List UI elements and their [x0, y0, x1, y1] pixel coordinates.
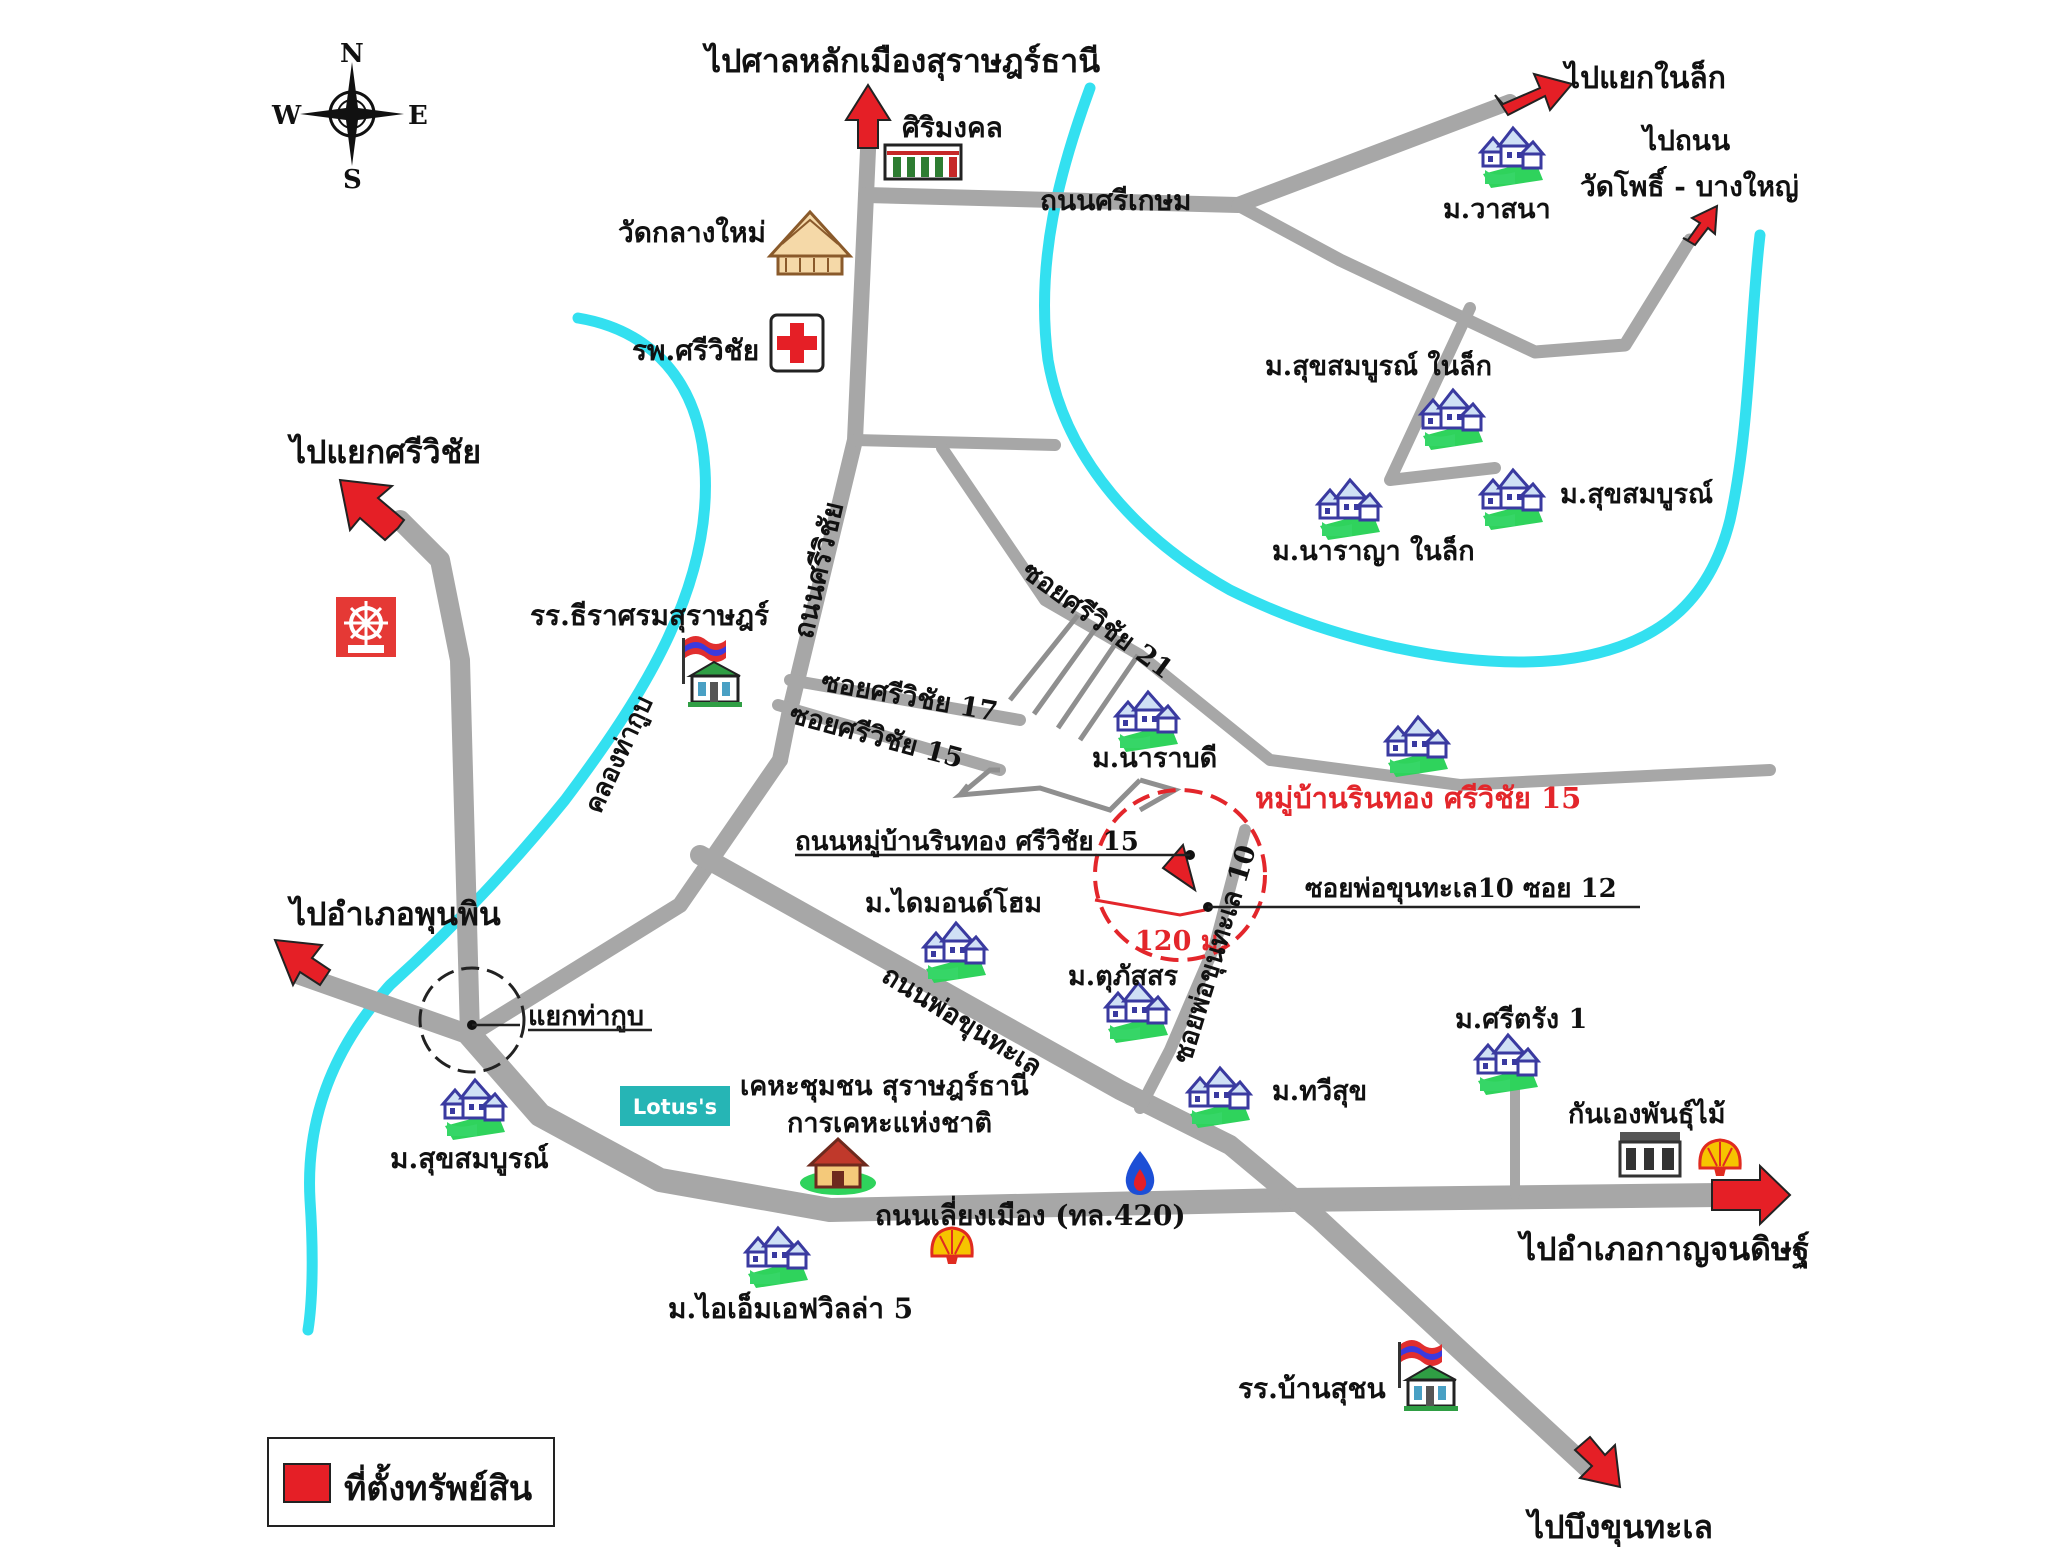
label-distance: 120 ม. [1135, 926, 1228, 957]
arrow-kanchanadit [1711, 1163, 1792, 1227]
road-sriwichai-side [849, 434, 1061, 451]
road-soi21 [936, 442, 1776, 791]
shop-icon [883, 143, 963, 181]
road-srikasem-branch [1231, 198, 1697, 359]
house-icon-diamond [922, 921, 988, 985]
house-icon-sritrang [1474, 1033, 1540, 1097]
legend-swatch [283, 1463, 331, 1503]
label-soi-pho10-12: ซอยพ่อขุนทะเล10 ซอย 12 [1305, 874, 1617, 905]
river-left [302, 312, 711, 1336]
road-bypass [1278, 1183, 1732, 1212]
label-narabodi: ม.นาราบดี [1092, 743, 1217, 774]
compass-s: S [343, 165, 362, 195]
label-junction: แยกท่ากูบ [528, 1001, 644, 1033]
label-housing-2: การเคหะแห่งชาติ [787, 1108, 992, 1139]
shell-icon-east [1698, 1138, 1742, 1178]
label-road-bypass: ถนนเลี่ยงเมือง (ทล.420) [875, 1195, 1186, 1232]
label-to-road-2: วัดโพธิ์ - บางใหญ่ [1580, 166, 1799, 203]
compass-n: N [340, 39, 364, 69]
soi-lines [1008, 613, 1141, 742]
label-thawisuk: ม.ทวีสุข [1272, 1076, 1367, 1108]
arrow-phunphin [273, 938, 332, 988]
label-road-srikasem: ถนนศรีเกษม [1040, 184, 1191, 217]
lotus-logo-text: Lotus's [633, 1095, 717, 1119]
house-icon-suksomboon-2 [441, 1078, 507, 1142]
label-suksomboon-2: ม.สุขสมบูรณ์ [390, 1142, 549, 1176]
compass-e: E [408, 101, 428, 131]
label-to-nailuek: ไปแยกในล็ก [1562, 59, 1726, 96]
house-icon-tuphasorn [1104, 981, 1170, 1045]
school-icon-thirat [680, 634, 744, 709]
junction-circle [418, 966, 526, 1074]
road-soi-pho10 [1134, 824, 1251, 1114]
bigc-logo-icon [336, 597, 396, 657]
label-wat: วัดกลางใหม่ [618, 216, 766, 249]
road-bypass-west [458, 1023, 1302, 1222]
label-naraya: ม.นาราญา ในล็ก [1272, 533, 1475, 567]
compass-w: W [271, 101, 302, 131]
road-soi15 [772, 699, 1006, 776]
label-to-bung: ไปบึงขุนทะเล [1525, 1508, 1713, 1548]
ptt-gas-icon [1125, 1151, 1155, 1195]
label-to-phunphin: ไปอำเภอพุนพิน [287, 895, 501, 935]
label-im-villa: ม.ไอเอ็มเอฟวิลล่า 5 [668, 1291, 913, 1325]
road-loop-right [1384, 302, 1501, 486]
lotus-logo-icon: Lotus's [620, 1086, 730, 1126]
label-to-sriwichai-junction: ไปแยกศรีวิชัย [287, 433, 481, 471]
house-icon-suksomboon [1479, 468, 1545, 532]
arrow-north [844, 83, 892, 149]
road-phunphin-diagonal [462, 752, 788, 1043]
soi15-arrow-lines [952, 767, 1142, 813]
label-hospital: รพ.ศรีวิชัย [632, 334, 759, 367]
label-to-kanchanadit: ไปอำเภอกาญจนดิษฐ์ [1517, 1230, 1810, 1270]
river-right [1038, 82, 1766, 668]
house-icon-wasana [1479, 126, 1545, 190]
road-phokhunthale [690, 845, 1600, 1480]
arrow-northeast [1494, 72, 1574, 117]
property-marker [1161, 842, 1197, 893]
soi21-lower-line [1138, 777, 1182, 813]
target-radius-circle [1093, 788, 1267, 962]
house-icon-im-villa [744, 1226, 810, 1290]
road-to-phunphin [290, 965, 480, 1045]
arrow-bung [1573, 1435, 1622, 1489]
arrow-wat-pho [1682, 204, 1719, 247]
home-icon-housing [800, 1136, 876, 1195]
house-icon-east [1384, 715, 1450, 779]
house-icon-thawisuk [1186, 1066, 1252, 1130]
label-suksomboon-1: ม.สุขสมบูรณ์ [1560, 478, 1713, 511]
temple-icon [766, 209, 854, 276]
label-to-road-1: ไปถนน [1640, 124, 1730, 157]
hospital-icon [769, 313, 825, 373]
store-icon-kaneng [1618, 1132, 1682, 1178]
label-housing-1: เคหะชุมชน สุราษฎร์ธานี [740, 1070, 1029, 1103]
label-diamond: ม.ไดมอนด์โฮม [865, 886, 1042, 919]
label-to-city-pillar: ไปศาลหลักเมืองสุราษฎร์ธานี [702, 42, 1100, 82]
distance-line [1094, 898, 1206, 917]
label-road-sriwichai: ถนนศรีวิชัย [787, 499, 850, 642]
label-kaneng: กันเองพันธุ์ไม้ [1568, 1098, 1726, 1131]
label-sirimongkol: ศิริมงคล [902, 111, 1003, 144]
shell-icon-bypass [930, 1226, 974, 1266]
label-suksomboon-nailuek: ม.สุขสมบูรณ์ ในล็ก [1265, 348, 1492, 383]
compass-icon [300, 62, 404, 166]
label-tuphasorn: ม.ตุภัสสร [1068, 961, 1178, 993]
label-target-village: หมู่บ้านรินทอง ศรีวิชัย 15 [1255, 781, 1581, 816]
legend-label: ที่ตั้งทรัพย์สิน [344, 1469, 533, 1509]
house-icon-naraya [1316, 478, 1382, 542]
legend: ที่ตั้งทรัพย์สิน [267, 1437, 555, 1527]
arrow-sriwichai-junction [338, 478, 406, 542]
label-village-road: ถนนหมู่บ้านรินทอง ศรีวิชัย 15 [795, 827, 1139, 858]
label-wasana: ม.วาสนา [1443, 194, 1551, 225]
label-sritrang: ม.ศรีตรัง 1 [1455, 1004, 1587, 1035]
label-school-thirat: รร.ธีราศรมสุราษฎร์ [530, 599, 769, 633]
label-school-bansuchon: รร.บ้านสุชน [1238, 1372, 1386, 1406]
road-soi17 [784, 674, 1026, 726]
road-to-sriwichai-junction [390, 510, 480, 1045]
